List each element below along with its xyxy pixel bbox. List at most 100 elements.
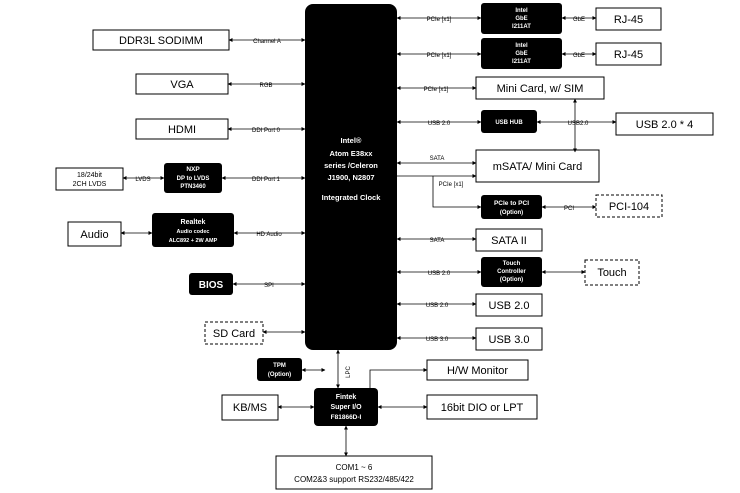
svg-text:I211AT: I211AT [512, 59, 531, 65]
svg-text:RJ-45: RJ-45 [614, 49, 643, 61]
connectors [120, 16, 617, 457]
fintek-super-io-chip: Fintek Super I/O F81866D-I [314, 388, 378, 426]
svg-text:NXP: NXP [186, 166, 200, 173]
cpu-label: Intel® Atom E38xx series /Celeron J1900,… [322, 136, 382, 202]
svg-text:HDMI: HDMI [168, 124, 196, 136]
svg-text:SD Card: SD Card [213, 328, 255, 340]
svg-text:RJ-45: RJ-45 [614, 14, 643, 26]
svg-text:PCIe [x1]: PCIe [x1] [439, 182, 464, 188]
svg-text:SPI: SPI [264, 283, 274, 289]
svg-text:USB2.0: USB2.0 [568, 121, 589, 127]
svg-text:GbE: GbE [573, 53, 585, 59]
svg-text:DP to LVDS: DP to LVDS [177, 176, 210, 182]
svg-text:series /Celeron: series /Celeron [324, 161, 378, 170]
svg-text:(Option): (Option) [500, 210, 523, 216]
svg-text:I211AT: I211AT [512, 24, 531, 30]
svg-text:USB HUB: USB HUB [495, 120, 523, 126]
svg-text:USB 3.0: USB 3.0 [489, 334, 530, 346]
svg-text:Controller: Controller [497, 269, 526, 275]
ddr3l-sodimm-box: DDR3L SODIMM [92, 29, 230, 51]
kb-ms-box: KB/MS [221, 394, 279, 421]
svg-text:Fintek: Fintek [336, 394, 357, 401]
svg-text:(Option): (Option) [500, 277, 523, 283]
svg-text:Intel®: Intel® [341, 136, 362, 145]
svg-text:SATA: SATA [430, 238, 445, 244]
svg-text:Channel A: Channel A [253, 39, 281, 45]
bus-labels: PCIe [x1] GbE PCIe [x1] GbE PCIe [x1] US… [135, 17, 589, 378]
svg-text:COM1 ~ 6: COM1 ~ 6 [336, 463, 373, 472]
svg-text:Integrated Clock: Integrated Clock [322, 193, 382, 202]
svg-text:Audio codec: Audio codec [176, 229, 209, 235]
svg-text:PCIe [x1]: PCIe [x1] [427, 17, 452, 23]
mini-card-sim-box: Mini Card, w/ SIM [475, 76, 605, 100]
touch-box: Touch [584, 259, 640, 286]
gbe-chip-1: Intel GbE I211AT [481, 3, 562, 34]
vga-box: VGA [135, 73, 229, 95]
dio-lpt-box: 16bit DIO or LPT [426, 394, 538, 420]
tpm-chip: TPM (Option) [257, 358, 302, 381]
svg-text:RGB: RGB [259, 83, 272, 89]
realtek-chip: Realtek Audio codec ALC892 + 2W AMP [152, 213, 234, 247]
svg-text:LPC: LPC [346, 365, 352, 377]
pci-104-box: PCI-104 [595, 194, 663, 218]
svg-text:Realtek: Realtek [181, 219, 206, 226]
sd-card-box: SD Card [204, 321, 264, 345]
svg-text:GbE: GbE [515, 51, 527, 57]
cpu-block [305, 4, 397, 350]
msata-mini-card-box: mSATA/ Mini Card [475, 149, 600, 183]
rj45-box-1: RJ-45 [595, 7, 662, 31]
svg-text:Super I/O: Super I/O [330, 404, 362, 411]
svg-text:USB 2.0: USB 2.0 [426, 303, 449, 309]
hdmi-box: HDMI [135, 118, 229, 140]
svg-text:Intel: Intel [515, 43, 528, 49]
audio-box: Audio [67, 221, 122, 247]
svg-text:USB 2.0: USB 2.0 [489, 300, 530, 312]
svg-text:18/24bit: 18/24bit [77, 172, 102, 179]
usb-2-0-x4-box: USB 2.0 * 4 [615, 112, 714, 136]
svg-text:PTN3460: PTN3460 [180, 184, 206, 190]
svg-text:SATA II: SATA II [491, 235, 527, 247]
usb-2-0-box: USB 2.0 [475, 293, 543, 317]
svg-text:PCIe to PCI: PCIe to PCI [494, 200, 529, 207]
svg-text:USB 2.0: USB 2.0 [428, 121, 451, 127]
lvds-output-box: 18/24bit 2CH LVDS [55, 167, 124, 191]
svg-text:BIOS: BIOS [199, 280, 224, 291]
svg-text:Mini Card, w/ SIM: Mini Card, w/ SIM [497, 83, 584, 95]
com-ports-box: COM1 ~ 6 COM2&3 support RS232/485/422 [275, 455, 433, 490]
svg-text:Touch: Touch [503, 261, 521, 267]
svg-text:SATA: SATA [430, 156, 445, 162]
usb-hub-chip: USB HUB [481, 110, 537, 133]
svg-text:PCIe [x1]: PCIe [x1] [427, 53, 452, 59]
svg-text:DDR3L SODIMM: DDR3L SODIMM [119, 35, 203, 47]
usb-3-0-box: USB 3.0 [475, 327, 543, 351]
svg-text:GbE: GbE [515, 16, 527, 22]
svg-text:PCI-104: PCI-104 [609, 201, 649, 213]
bios-chip: BIOS [189, 273, 233, 295]
hw-monitor-box: H/W Monitor [426, 359, 529, 381]
svg-text:2CH LVDS: 2CH LVDS [73, 181, 107, 188]
svg-text:DDI Port 1: DDI Port 1 [252, 177, 281, 183]
svg-text:Audio: Audio [80, 229, 108, 241]
pcie-to-pci-chip: PCIe to PCI (Option) [481, 195, 542, 219]
svg-text:(Option): (Option) [268, 372, 291, 378]
nxp-chip: NXP DP to LVDS PTN3460 [164, 163, 222, 193]
gbe-chip-2: Intel GbE I211AT [481, 38, 562, 69]
svg-text:DDI Port 0: DDI Port 0 [252, 128, 281, 134]
svg-text:GbE: GbE [573, 17, 585, 23]
svg-text:16bit DIO or LPT: 16bit DIO or LPT [441, 402, 524, 414]
sata-ii-box: SATA II [475, 228, 543, 252]
svg-text:HD Audio: HD Audio [256, 232, 282, 238]
svg-text:J1900, N2807: J1900, N2807 [327, 173, 374, 182]
svg-text:TPM: TPM [273, 363, 286, 369]
svg-text:LVDS: LVDS [135, 177, 150, 183]
svg-text:PCI: PCI [564, 206, 574, 212]
svg-text:PCIe [x1]: PCIe [x1] [424, 87, 449, 93]
svg-text:USB 3.0: USB 3.0 [426, 337, 449, 343]
svg-text:Atom E38xx: Atom E38xx [330, 149, 374, 158]
svg-text:KB/MS: KB/MS [233, 402, 267, 414]
svg-text:F81866D-I: F81866D-I [331, 414, 362, 421]
svg-text:Intel: Intel [515, 8, 528, 14]
svg-text:mSATA/ Mini Card: mSATA/ Mini Card [493, 161, 582, 173]
svg-text:Touch: Touch [597, 267, 626, 279]
